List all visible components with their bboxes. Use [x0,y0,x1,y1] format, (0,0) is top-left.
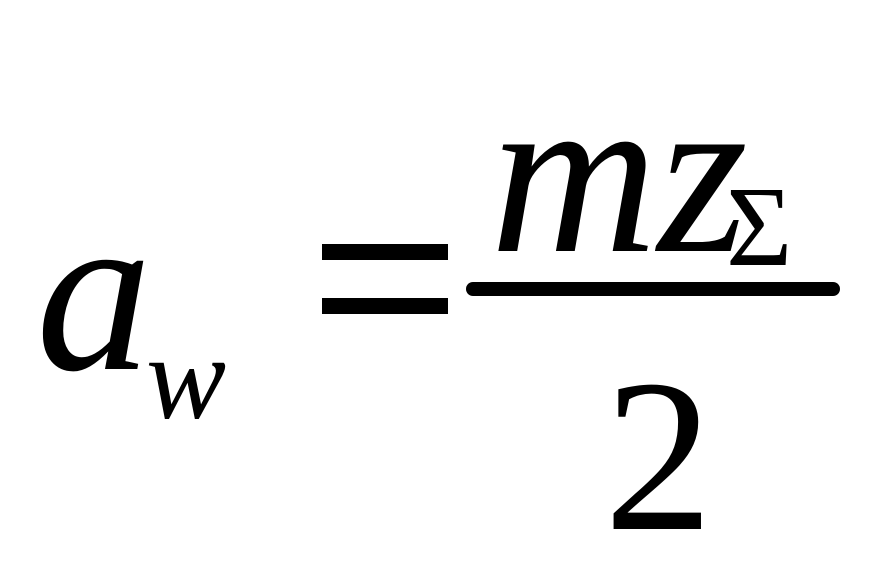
formula: a w mz Σ 2 [36,45,840,577]
fraction-numerator: mz [490,45,748,302]
fraction-denominator: 2 [604,336,713,577]
numerator-subscript: Σ [726,163,793,290]
lhs-subscript: w [146,311,227,444]
lhs-symbol: a [36,163,152,420]
fraction-bar [466,282,840,296]
equals-sign-bottom-stroke [322,298,448,314]
equals-sign-top-stroke [322,244,448,260]
